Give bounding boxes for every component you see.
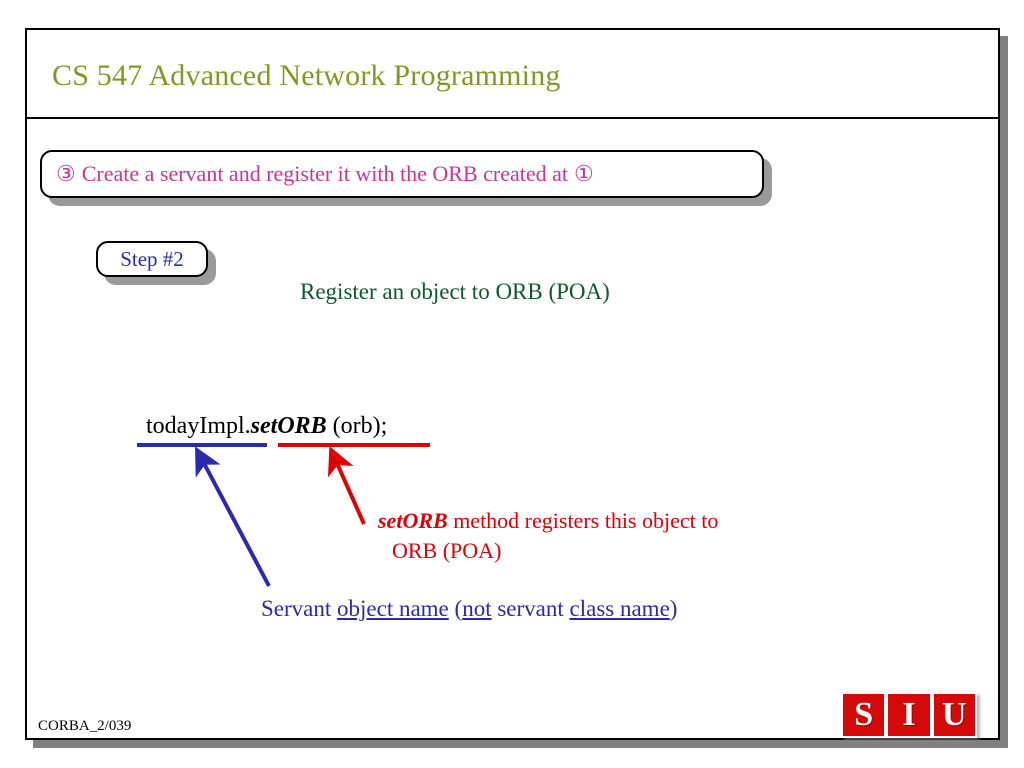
siu-logo: S I U	[841, 692, 977, 738]
underline-method-call	[278, 443, 430, 447]
blue-annotation-underline3: class name	[569, 596, 670, 621]
red-annotation: setORB method registers this object to OR…	[378, 506, 718, 566]
callout-step2-label: Step #2	[120, 246, 184, 271]
red-annotation-method: setORB	[378, 508, 448, 533]
code-prefix: todayImpl.	[146, 413, 251, 439]
siu-logo-letter-u: U	[931, 692, 977, 738]
code-method-name: setORB	[250, 413, 327, 439]
footer-slide-code: CORBA_2/039	[38, 718, 132, 734]
blue-annotation-part4: )	[669, 596, 678, 621]
siu-logo-letter-i: I	[886, 692, 932, 738]
red-annotation-line2: ORB (POA)	[392, 538, 502, 563]
callout-step3-text: Create a servant and register it with th…	[81, 161, 568, 186]
red-annotation-line1: method registers this object to	[447, 508, 719, 533]
blue-annotation-part3: servant	[491, 596, 570, 621]
callout-step2-box: Step #2	[96, 241, 208, 277]
circled-number-3: ③	[56, 161, 76, 186]
underline-object-name	[137, 443, 267, 447]
blue-annotation-underline1: object name	[337, 596, 449, 621]
code-suffix: (orb);	[326, 413, 388, 439]
siu-logo-letter-s: S	[841, 692, 887, 738]
code-statement: todayImpl.setORB (orb);	[146, 413, 387, 440]
circled-number-1: ①	[574, 161, 594, 186]
blue-annotation: Servant object name (not servant class n…	[261, 596, 677, 622]
title-divider	[25, 117, 1000, 119]
blue-annotation-part1: Servant	[261, 596, 338, 621]
blue-annotation-part2: (	[448, 596, 463, 621]
slide-frame	[25, 28, 1000, 740]
callout-step2: Step #2	[96, 241, 216, 285]
page-title: CS 547 Advanced Network Programming	[52, 59, 561, 92]
green-heading: Register an object to ORB (POA)	[300, 279, 610, 304]
blue-annotation-underline2: not	[462, 596, 492, 621]
